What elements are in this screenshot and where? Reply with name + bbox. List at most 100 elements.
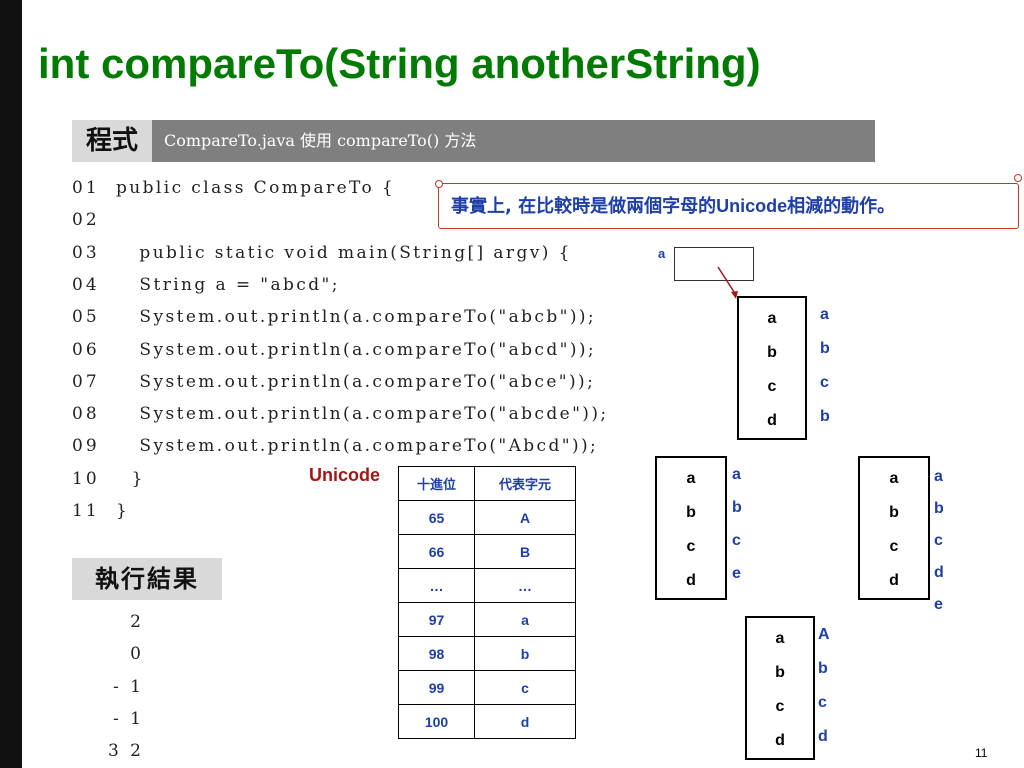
boxed-char: c [889, 538, 899, 555]
boxed-char: b [686, 504, 696, 521]
compared-char: c [732, 532, 741, 549]
char-cell: a [474, 602, 576, 637]
compared-char: d [818, 728, 828, 745]
code-line: 06 System.out.println(a.compareTo("abcd"… [72, 340, 596, 370]
line-number: 01 [72, 178, 100, 198]
page-number: 11 [975, 746, 988, 760]
decimal-cell: 100 [398, 704, 475, 739]
decimal-cell: 65 [398, 500, 475, 535]
line-number: 04 [72, 274, 100, 295]
callout-prefix: 事實上, 在比較時是做兩個字母的 [451, 196, 717, 217]
code-line: 11} [72, 501, 129, 531]
char-cell: c [474, 670, 576, 705]
compared-char: b [820, 340, 830, 357]
output-line: - 1 [113, 708, 144, 729]
decimal-cell: … [398, 568, 475, 603]
code-text: System.out.println(a.compareTo("Abcd")); [116, 436, 599, 457]
left-edge-bar [0, 0, 22, 768]
compared-char: a [820, 306, 829, 323]
output-line: - 1 [113, 676, 144, 697]
variable-box [674, 247, 754, 281]
callout-text: 事實上, 在比較時是做兩個字母的Unicode相減的動作。 [451, 184, 895, 229]
table-header-char: 代表字元 [474, 466, 576, 501]
code-text: System.out.println(a.compareTo("abcb")); [116, 307, 597, 328]
compared-char: e [934, 596, 943, 613]
boxed-char: c [767, 378, 777, 395]
output-line: 2 [130, 612, 144, 632]
compared-char: a [934, 468, 943, 485]
code-text: public static void main(String[] argv) { [116, 242, 572, 263]
code-line: 05 System.out.println(a.compareTo("abcb"… [72, 307, 596, 337]
callout-knob-left [435, 180, 443, 188]
program-badge: 程式 [72, 120, 152, 162]
code-text: System.out.println(a.compareTo("abce")); [116, 371, 596, 392]
compared-char: c [934, 532, 943, 549]
boxed-char: a [686, 470, 696, 487]
code-line: 04 String a = "abcd"; [72, 275, 340, 305]
page-title: int compareTo(String anotherString) [38, 40, 761, 87]
char-cell: A [474, 500, 576, 535]
line-number: 03 [72, 242, 100, 263]
boxed-char: d [889, 572, 899, 589]
compared-char: b [934, 500, 944, 517]
line-number: 06 [72, 339, 100, 360]
code-line: 08 System.out.println(a.compareTo("abcde… [72, 404, 608, 434]
boxed-char: d [775, 732, 785, 749]
decimal-cell: 98 [398, 636, 475, 671]
code-text: String a = "abcd"; [116, 274, 340, 295]
code-line: 03 public static void main(String[] argv… [72, 243, 572, 273]
boxed-char: c [686, 538, 696, 555]
unicode-label: Unicode [309, 465, 381, 485]
compared-char: e [732, 565, 741, 582]
code-text: System.out.println(a.compareTo("abcd")); [116, 339, 597, 360]
arrow-icon [717, 266, 738, 299]
compared-char: b [820, 408, 830, 425]
decimal-cell: 66 [398, 534, 475, 569]
line-number: 02 [72, 210, 100, 231]
code-text: } [116, 468, 145, 489]
code-text: System.out.println(a.compareTo("abcde"))… [116, 404, 609, 425]
code-text: } [116, 501, 130, 521]
code-line: 10 } [72, 469, 145, 499]
code-line: 02 [72, 210, 116, 240]
compared-char: A [818, 626, 830, 643]
table-header-row: 十進位 代表字元 [398, 466, 576, 501]
boxed-char: d [686, 572, 696, 589]
compared-char: d [934, 564, 944, 581]
line-number: 11 [72, 501, 100, 521]
line-number: 07 [72, 371, 100, 392]
compared-char: b [732, 499, 742, 516]
callout-highlight: Unicode [716, 196, 788, 216]
compared-char: c [820, 374, 829, 391]
boxed-char: c [775, 698, 785, 715]
output-line: 0 [130, 644, 144, 665]
compared-char: b [818, 660, 828, 677]
callout-knob-right [1014, 174, 1022, 182]
compared-char: c [818, 694, 827, 711]
boxed-char: a [775, 630, 785, 647]
line-number: 08 [72, 404, 100, 425]
code-text: public class CompareTo { [116, 178, 396, 198]
callout-suffix: 相減的動作。 [787, 196, 896, 217]
table-row: …… [398, 568, 576, 603]
decimal-cell: 97 [398, 602, 475, 637]
run-result-badge: 執行結果 [72, 558, 222, 600]
char-cell: b [474, 636, 576, 671]
char-cell: d [474, 704, 576, 739]
table-header-decimal: 十進位 [398, 466, 475, 501]
decimal-cell: 99 [398, 670, 475, 705]
program-header: 程式 CompareTo.java 使用 compareTo() 方法 [72, 120, 875, 162]
char-cell: B [474, 534, 576, 569]
program-caption: CompareTo.java 使用 compareTo() 方法 [164, 131, 477, 150]
callout-box: 事實上, 在比較時是做兩個字母的Unicode相減的動作。 [435, 174, 1022, 229]
